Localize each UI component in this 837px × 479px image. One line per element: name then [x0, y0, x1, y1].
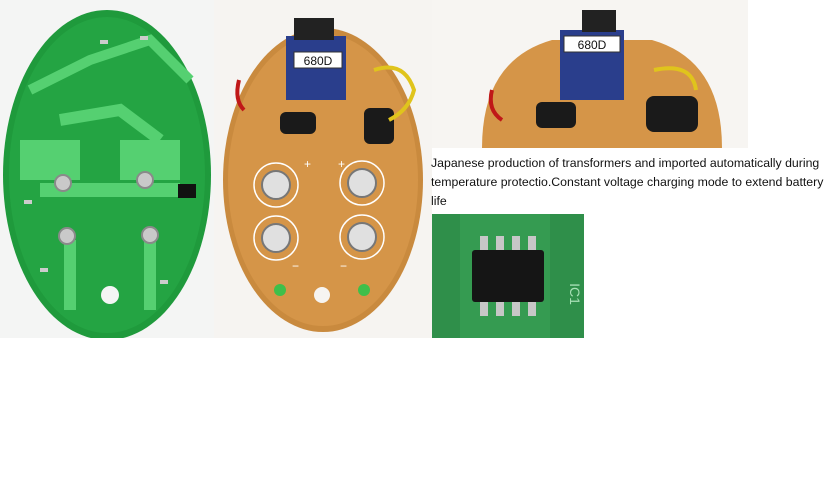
brown-plus-sign-2: + — [338, 157, 345, 171]
brown-pcb-photo: 680D + + − − — [214, 0, 432, 338]
ic1-silkscreen-label: IC1 — [567, 283, 583, 305]
transformer-closeup-photo: 680D — [432, 0, 748, 148]
closeup-transformer-label: 680D — [578, 38, 607, 52]
green-pcb-illustration — [3, 10, 211, 338]
blank-area — [0, 338, 837, 479]
brown-transformer-label: 680D — [304, 54, 333, 68]
brown-minus-sign-1: − — [292, 259, 299, 273]
green-pcb-photo — [0, 0, 214, 338]
ic-chip-closeup-illustration: IC1 — [432, 214, 584, 338]
product-description-caption: Japanese production of transformers and … — [431, 156, 824, 208]
transformer-closeup-illustration: 680D — [482, 10, 722, 148]
ic-chip-closeup-photo: IC1 — [432, 214, 584, 338]
brown-minus-sign-2: − — [340, 259, 347, 273]
brown-pcb-illustration: 680D + + − − — [223, 18, 423, 332]
brown-plus-sign-1: + — [304, 157, 311, 171]
